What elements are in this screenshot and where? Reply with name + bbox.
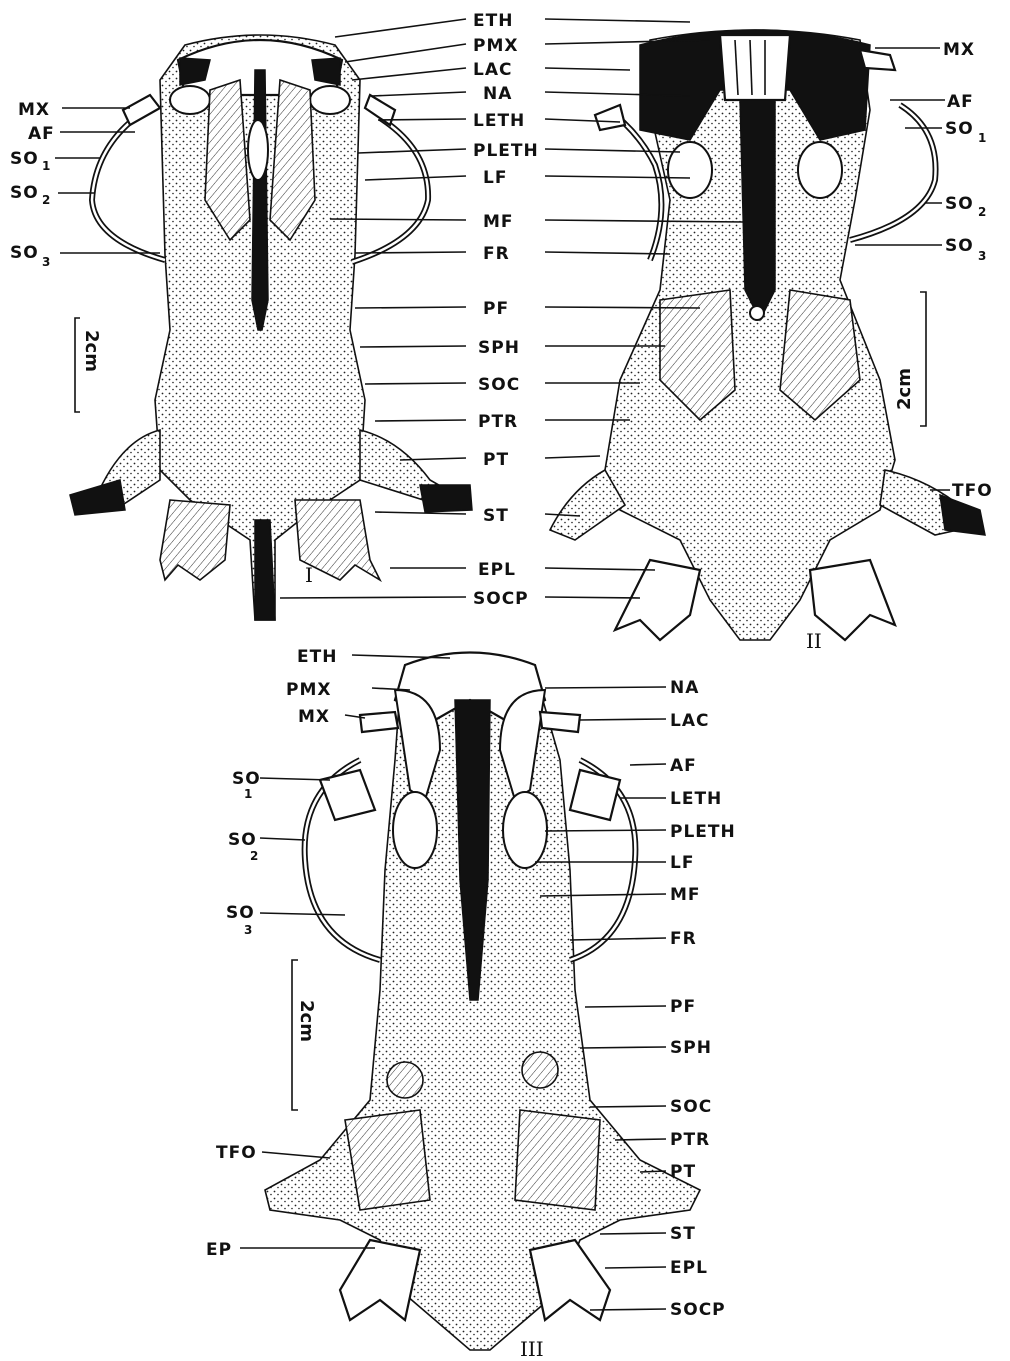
label-lac-III: LAC xyxy=(670,711,709,731)
label-so1-I: SO xyxy=(10,149,39,169)
label-ptr-III: PTR xyxy=(670,1130,710,1150)
label-ep-III: EP xyxy=(206,1240,232,1260)
label-so3-II-sub: 3 xyxy=(978,249,986,263)
label-pt: PT xyxy=(483,450,509,470)
label-lf: LF xyxy=(483,168,507,188)
label-pmx-III: PMX xyxy=(286,680,331,700)
label-pleth-III: PLETH xyxy=(670,822,736,842)
label-af-II: AF xyxy=(947,92,974,112)
label-so2-III: SO xyxy=(228,830,257,850)
figure-I-skull xyxy=(70,35,472,620)
label-tfo-III: TFO xyxy=(216,1143,257,1163)
label-so1-I-sub: 1 xyxy=(42,159,50,173)
label-fr: FR xyxy=(483,244,510,264)
label-so1-II: SO xyxy=(945,119,974,139)
label-mf-III: MF xyxy=(670,885,701,905)
label-so2-III-sub: 2 xyxy=(250,849,258,863)
label-so3-II: SO xyxy=(945,236,974,256)
label-eth: ETH xyxy=(473,11,513,31)
label-sph: SPH xyxy=(478,338,520,358)
label-so3-III: SO xyxy=(226,903,255,923)
label-pf: PF xyxy=(483,299,509,319)
numeral-II: II xyxy=(806,629,822,653)
label-lac: LAC xyxy=(473,60,512,80)
label-pmx: PMX xyxy=(473,36,518,56)
label-so2-II: SO xyxy=(945,194,974,214)
label-so1-II-sub: 1 xyxy=(978,131,986,145)
label-leth-III: LETH xyxy=(670,789,722,809)
label-pf-III: PF xyxy=(670,997,696,1017)
label-so1-III: SO xyxy=(232,769,261,789)
scale-label-III: 2cm xyxy=(296,1000,317,1042)
label-so3-III-sub: 3 xyxy=(244,923,252,937)
numeral-I: I xyxy=(305,563,313,587)
label-sph-III: SPH xyxy=(670,1038,712,1058)
label-soc-III: SOC xyxy=(670,1097,712,1117)
label-pt-III: PT xyxy=(670,1162,696,1182)
label-so2-I-sub: 2 xyxy=(42,193,50,207)
label-epl: EPL xyxy=(478,560,516,580)
label-na-III: NA xyxy=(670,678,699,698)
label-leth: LETH xyxy=(473,111,525,131)
label-mx-II: MX xyxy=(943,40,975,60)
label-soc: SOC xyxy=(478,375,520,395)
figure-III-skull xyxy=(265,653,700,1351)
label-so1-III-sub: 1 xyxy=(244,787,252,801)
label-af-I: AF xyxy=(28,124,55,144)
label-eth-III: ETH xyxy=(297,647,337,667)
label-st-III: ST xyxy=(670,1224,696,1244)
label-so3-I: SO xyxy=(10,243,39,263)
label-so2-I: SO xyxy=(10,183,39,203)
label-so3-I-sub: 3 xyxy=(42,255,50,269)
numeral-III: III xyxy=(520,1337,544,1361)
label-lf-III: LF xyxy=(670,853,694,873)
label-fr-III: FR xyxy=(670,929,697,949)
label-mf: MF xyxy=(483,212,514,232)
label-af-III: AF xyxy=(670,756,697,776)
label-na: NA xyxy=(483,84,512,104)
label-socp: SOCP xyxy=(473,589,529,609)
label-mx-III: MX xyxy=(298,707,330,727)
figure-I-scale-bar: 2cm xyxy=(75,318,102,412)
figure-II-scale-bar: 2cm xyxy=(894,292,926,426)
label-pleth: PLETH xyxy=(473,141,539,161)
scale-label-II: 2cm xyxy=(894,368,915,410)
label-epl-III: EPL xyxy=(670,1258,708,1278)
label-ptr: PTR xyxy=(478,412,518,432)
label-mx-I: MX xyxy=(18,100,50,120)
figure-III-scale-bar: 2cm xyxy=(292,960,317,1110)
label-so2-II-sub: 2 xyxy=(978,205,986,219)
scale-label-I: 2cm xyxy=(81,330,102,372)
label-st: ST xyxy=(483,506,509,526)
label-tfo-II: TFO xyxy=(952,481,993,501)
label-socp-III: SOCP xyxy=(670,1300,726,1320)
